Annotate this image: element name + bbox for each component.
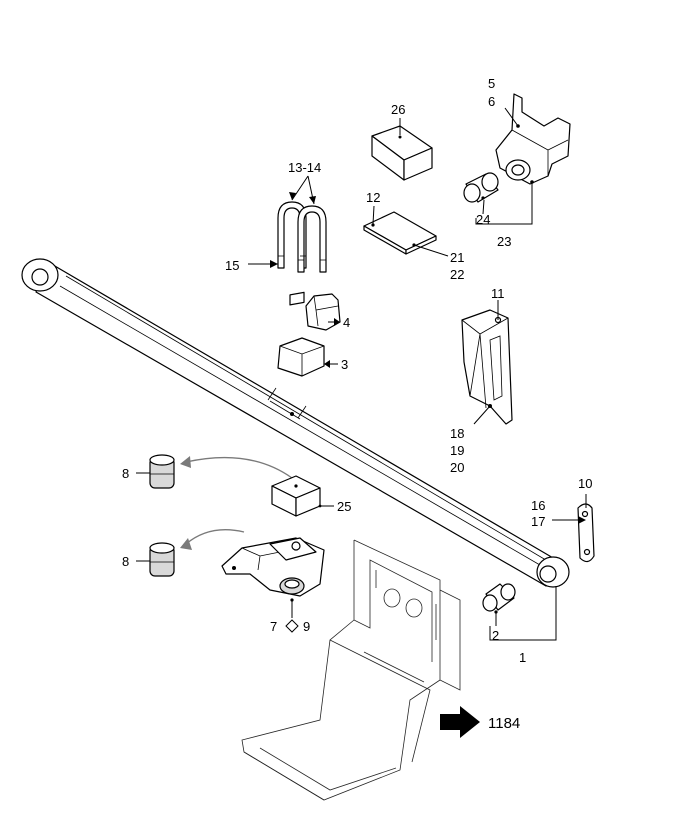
callout-20: 20 <box>450 460 464 475</box>
page-reference[interactable]: 1184 <box>440 706 520 738</box>
callout-4: 4 <box>343 315 350 330</box>
callout-8-lower: 8 <box>122 554 129 569</box>
block-25 <box>271 475 322 517</box>
callout-23: 23 <box>497 234 511 249</box>
callout-1: 1 <box>519 650 526 665</box>
callout-17: 17 <box>531 514 545 529</box>
shackle <box>577 503 595 563</box>
callout-5: 5 <box>488 76 495 91</box>
callout-12: 12 <box>366 190 380 205</box>
bump-stop <box>305 293 341 331</box>
callout-13-14: 13-14 <box>288 160 321 175</box>
callout-6: 6 <box>488 94 495 109</box>
page-reference-number: 1184 <box>488 715 520 732</box>
bushing-2 <box>482 583 516 614</box>
leaf-spring <box>21 258 570 588</box>
arrow-curve-lower <box>185 529 245 545</box>
diamond-icon <box>285 619 299 633</box>
leader-lines <box>136 107 587 641</box>
callout-16: 16 <box>531 498 545 513</box>
callout-2: 2 <box>492 628 499 643</box>
spacer-block <box>277 291 325 377</box>
callout-7: 7 <box>270 619 277 634</box>
bump-stop-lower <box>149 542 175 577</box>
callout-19: 19 <box>450 443 464 458</box>
callout-21: 21 <box>450 250 464 265</box>
block-26 <box>371 125 433 181</box>
callout-22: 22 <box>450 267 464 282</box>
arrow-head-lower-icon <box>180 538 192 550</box>
arrow-head-upper-icon <box>180 456 191 468</box>
callout-18: 18 <box>450 426 464 441</box>
callout-labels: 26 5 6 13-14 12 24 23 15 21 22 4 11 3 18… <box>122 76 592 665</box>
u-bolt-pair <box>277 201 327 273</box>
callout-24: 24 <box>476 212 490 227</box>
callout-8-upper: 8 <box>122 466 129 481</box>
plate-12 <box>363 211 437 255</box>
arrow-curve-upper <box>185 456 293 479</box>
bracket-front <box>495 93 571 185</box>
bushing-24 <box>463 172 499 203</box>
callout-26: 26 <box>391 102 405 117</box>
bracket-axle <box>221 537 325 602</box>
callout-25: 25 <box>337 499 351 514</box>
callout-11: 11 <box>491 286 505 301</box>
bump-stop-upper <box>149 454 175 489</box>
callout-3: 3 <box>341 357 348 372</box>
arrow-right-icon <box>440 706 480 738</box>
frame-step <box>241 539 461 801</box>
callout-9: 9 <box>303 619 310 634</box>
callout-15: 15 <box>225 258 239 273</box>
callout-10: 10 <box>578 476 592 491</box>
hanger-bracket <box>461 309 513 425</box>
